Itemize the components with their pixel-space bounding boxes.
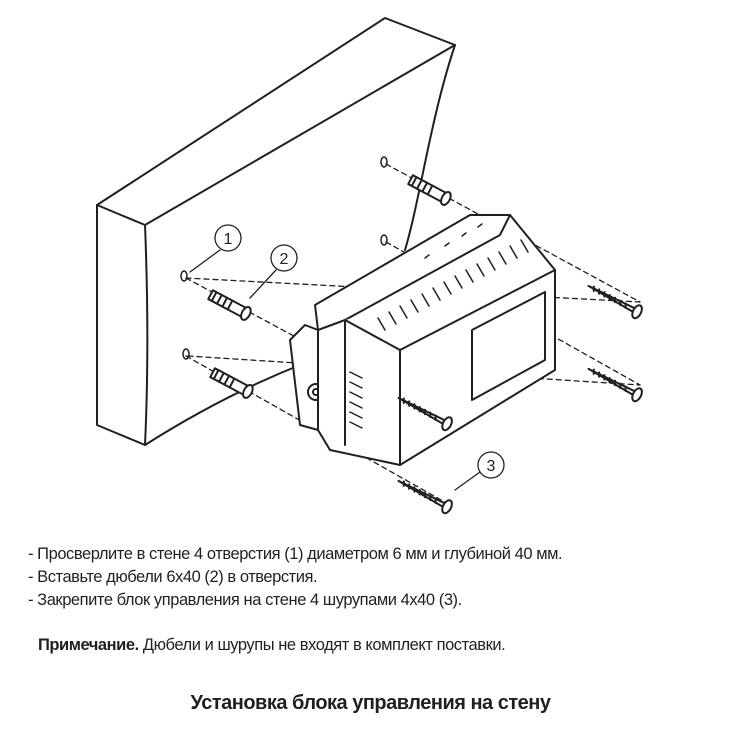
instruction-step-3: - Закрепите блок управления на стене 4 ш…	[28, 591, 462, 609]
instruction-step-2: - Вставьте дюбели 6x40 (2) в отверстия.	[28, 568, 318, 586]
callout-2: 2	[280, 251, 289, 268]
callout-1: 1	[224, 231, 233, 248]
instruction-step-1: - Просверлите в стене 4 отверстия (1) ди…	[28, 545, 563, 563]
note: Примечание. Дюбели и шурупы не входят в …	[38, 636, 506, 655]
note-label: Примечание.	[38, 636, 139, 654]
note-text: Дюбели и шурупы не входят в комплект пос…	[138, 636, 506, 654]
dowels	[207, 174, 452, 399]
screws	[397, 284, 643, 515]
control-unit	[289, 214, 556, 466]
wall-holes	[180, 156, 388, 360]
page-title: Установка блока управления на стену	[190, 692, 551, 714]
callout-3: 3	[487, 458, 496, 475]
wall-mounting-diagram: 1 2 3	[96, 17, 643, 515]
